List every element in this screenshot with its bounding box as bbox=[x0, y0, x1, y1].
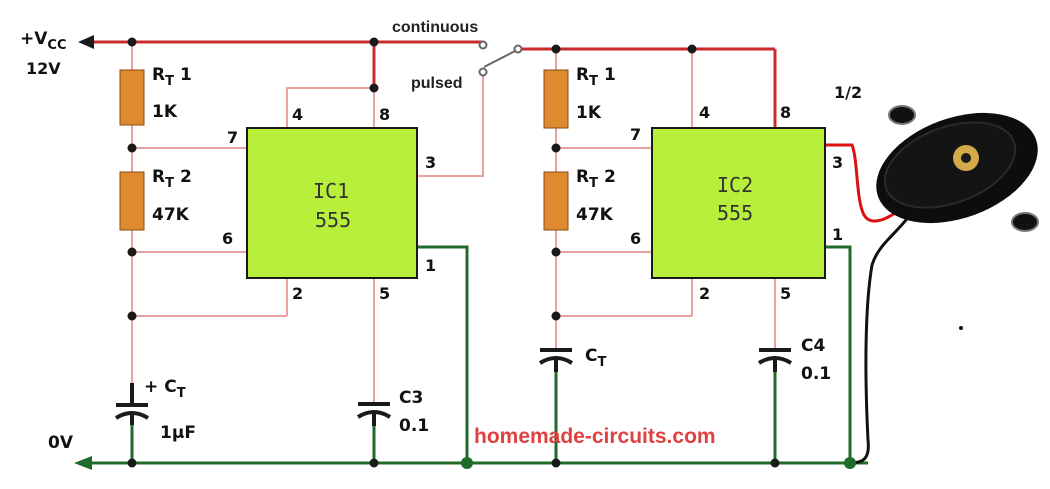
capacitors bbox=[114, 348, 793, 426]
vcc-label: +VCC bbox=[20, 29, 67, 53]
switch-continuous-label: continuous bbox=[392, 19, 478, 36]
resistors bbox=[119, 69, 569, 231]
switch-pivot bbox=[513, 44, 523, 54]
buzzer-red-lead bbox=[825, 143, 907, 223]
ic2-name: IC2 bbox=[717, 173, 753, 197]
ground-arrow-icon bbox=[74, 456, 92, 470]
ic2-pin5: 5 bbox=[780, 284, 791, 303]
switch-contact-continuous bbox=[478, 40, 488, 50]
watermark: homemade-circuits.com bbox=[474, 425, 716, 448]
switch-contact-pulsed bbox=[478, 67, 488, 77]
ic2-type: 555 bbox=[717, 201, 753, 225]
ct-left-value: 1µF bbox=[160, 423, 196, 443]
ic2-pin1: 1 bbox=[832, 225, 843, 244]
switch-pulsed-label: pulsed bbox=[411, 75, 463, 92]
ic1-pin7: 7 bbox=[227, 128, 238, 147]
ct-right-capacitor bbox=[538, 348, 574, 372]
ground-label: 0V bbox=[48, 433, 74, 453]
ic1-pin4: 4 bbox=[292, 105, 303, 124]
ic1-pin3: 3 bbox=[425, 153, 436, 172]
ground-node-ic1 bbox=[461, 457, 473, 469]
rt1-left-value: 1K bbox=[152, 102, 178, 122]
c3-capacitor bbox=[356, 402, 392, 426]
c4-value: 0.1 bbox=[801, 364, 831, 384]
junctions bbox=[127, 37, 780, 468]
ic1-chip bbox=[246, 127, 418, 279]
c4-capacitor bbox=[757, 348, 793, 372]
ground-rail bbox=[90, 245, 868, 465]
mode-switch[interactable] bbox=[478, 40, 523, 77]
ic1-pin1: 1 bbox=[425, 256, 436, 275]
ct-right-label: CT bbox=[585, 346, 606, 370]
rt1-right-resistor bbox=[543, 69, 569, 129]
rt2-right-value: 47K bbox=[576, 205, 614, 225]
vcc-arrow-icon bbox=[78, 35, 94, 49]
ic2-pin8: 8 bbox=[780, 103, 791, 122]
ic1-name: IC1 bbox=[313, 179, 349, 203]
buzzer-label: 1/2 bbox=[834, 83, 862, 102]
ic2-chip bbox=[651, 127, 826, 279]
stray-dot bbox=[959, 326, 963, 330]
ground-node-ic2 bbox=[844, 457, 856, 469]
rt2-left-resistor bbox=[119, 171, 145, 231]
ic2-pin7: 7 bbox=[630, 125, 641, 144]
rt2-right-resistor bbox=[543, 171, 569, 231]
c3-value: 0.1 bbox=[399, 416, 429, 436]
ct-left-capacitor bbox=[114, 383, 150, 425]
ic1-pin2: 2 bbox=[292, 284, 303, 303]
c4-label: C4 bbox=[801, 336, 825, 356]
voltage-label: 12V bbox=[26, 59, 61, 78]
ic1-pin5: 5 bbox=[379, 284, 390, 303]
ic1-pin8: 8 bbox=[379, 105, 390, 124]
ic2-pin2: 2 bbox=[699, 284, 710, 303]
ic2-pin6: 6 bbox=[630, 229, 641, 248]
rt1-left-resistor bbox=[119, 69, 145, 126]
ct-left-label: +CT bbox=[144, 377, 186, 401]
ic1-type: 555 bbox=[315, 208, 351, 232]
piezo-buzzer bbox=[876, 105, 1039, 232]
supply-rail bbox=[88, 40, 777, 128]
ic2-pin3: 3 bbox=[832, 153, 843, 172]
c3-label: C3 bbox=[399, 388, 423, 408]
rt1-right-value: 1K bbox=[576, 103, 602, 123]
buzzer-black-lead bbox=[849, 214, 912, 465]
ic2-pin4: 4 bbox=[699, 103, 710, 122]
rt2-left-value: 47K bbox=[152, 205, 190, 225]
ic1-pin6: 6 bbox=[222, 229, 233, 248]
signal-wires bbox=[131, 42, 776, 402]
